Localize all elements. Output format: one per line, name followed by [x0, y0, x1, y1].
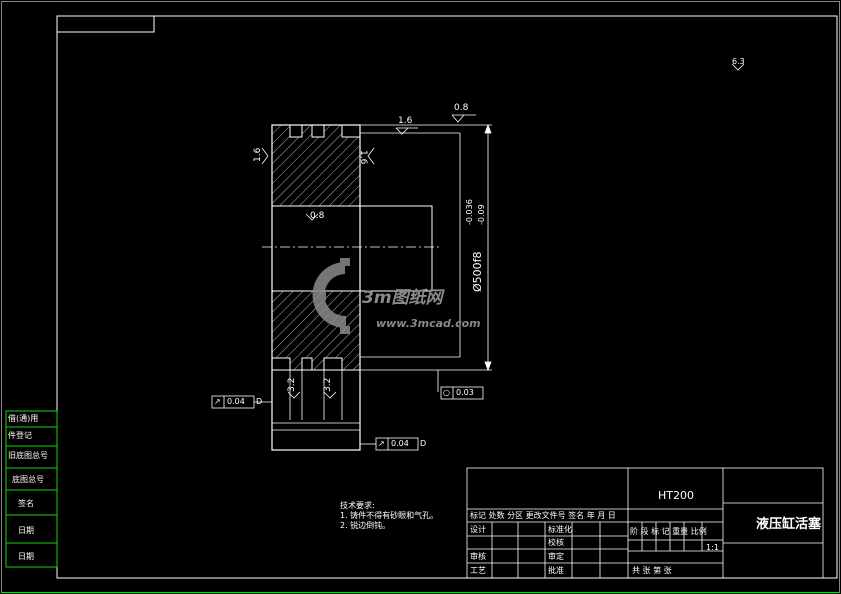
drawing-title: 液压缸活塞 — [756, 517, 822, 532]
panel-label-6: 日期 — [18, 526, 34, 535]
panel-label-1: 借(通)用 — [8, 414, 39, 423]
roughness-top-label: 0.8 — [454, 103, 469, 113]
label-craft: 工艺 — [470, 566, 486, 575]
corner-code-box — [56, 15, 155, 33]
gtol-bottom-symbol: ↗ — [378, 439, 385, 448]
tech-req-1: 1. 铸件不得有砂眼和气孔。 — [340, 511, 439, 520]
gtol-left-symbol: ↗ — [214, 397, 221, 406]
gtol-right-symbol: ○ — [443, 388, 450, 397]
material-label: HT200 — [658, 489, 694, 502]
panel-label-2: 件登记 — [8, 431, 32, 440]
watermark-brand: 3m图纸网 — [362, 288, 443, 308]
tolerance-upper: -0.036 — [465, 199, 474, 225]
diameter-dimension: Ø500f8 — [471, 251, 484, 292]
sheet-count: 共 张 第 张 — [632, 566, 672, 575]
gtol-bottom-datum: D — [420, 439, 427, 448]
gtol-right-value: 0.03 — [456, 388, 474, 397]
piston-section — [262, 124, 461, 451]
title-block — [466, 467, 824, 579]
diameter-value: Ø500 — [471, 262, 484, 292]
inner-border — [56, 15, 838, 579]
label-standard: 标准化 — [548, 525, 572, 534]
watermark-url: www.3mcad.com — [376, 317, 481, 330]
roughness-groove-b-label: 3.2 — [323, 377, 333, 392]
revision-header: 标记 处数 分区 更改文件号 签名 年 月 日 — [470, 511, 616, 520]
tech-req-2: 2. 锐边倒钝。 — [340, 521, 391, 530]
roughness-left-label: 1.6 — [253, 147, 263, 162]
tech-heading: 技术要求: — [340, 501, 375, 510]
left-panel — [5, 410, 58, 568]
roughness-bore-label: 0.8 — [310, 211, 325, 221]
stage-labels: 阶 段 标 记 重量 比例 — [630, 527, 707, 536]
gtol-frames — [211, 386, 484, 451]
label-design: 设计 — [470, 525, 486, 534]
label-approve: 批准 — [548, 566, 564, 575]
scale-value: 1:1 — [706, 543, 719, 552]
roughness-right-label: 1.6 — [358, 150, 368, 165]
roughness-symbols — [261, 63, 745, 399]
dimensions — [272, 123, 492, 431]
label-proofread: 校核 — [548, 538, 564, 547]
watermark-gear-icon — [312, 258, 350, 334]
roughness-general-label: 6.3 — [732, 57, 745, 66]
gtol-left-value: 0.04 — [227, 397, 245, 406]
panel-label-3: 旧底图总号 — [8, 451, 48, 460]
gtol-left-datum: D — [256, 397, 263, 406]
roughness-face-label: 1.6 — [398, 116, 413, 126]
label-check: 审核 — [470, 552, 486, 561]
tolerance-lower: -0.09 — [477, 204, 486, 225]
tolerance-class: f8 — [471, 251, 484, 263]
label-verify: 审定 — [548, 552, 564, 561]
gtol-bottom-value: 0.04 — [391, 439, 409, 448]
panel-label-7: 日期 — [18, 552, 34, 561]
panel-label-4: 底图总号 — [12, 475, 44, 484]
panel-label-5: 签名 — [18, 499, 34, 508]
roughness-groove-a-label: 3.2 — [287, 377, 297, 392]
